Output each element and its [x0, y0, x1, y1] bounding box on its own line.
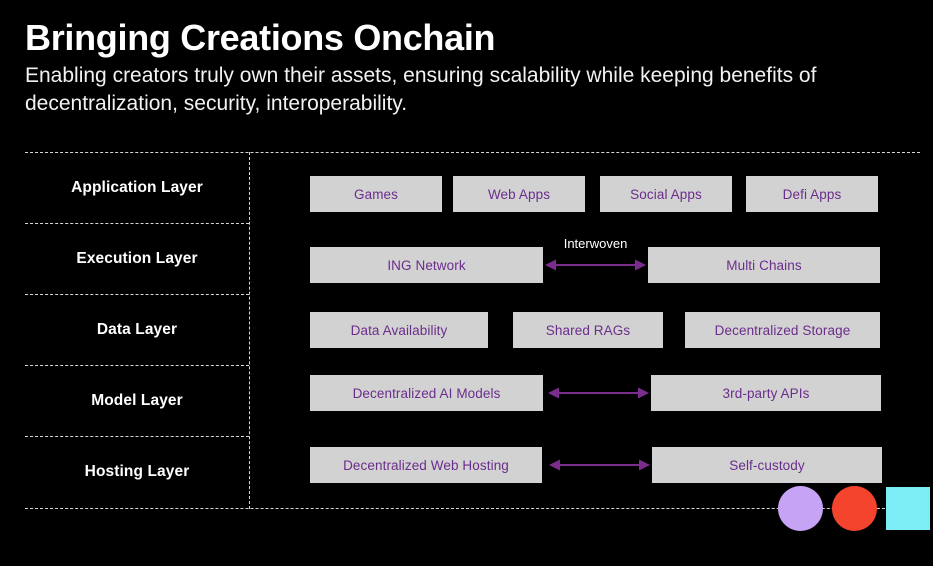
node-social-apps[interactable]: Social Apps: [600, 176, 732, 212]
node-decentralized-ai-models[interactable]: Decentralized AI Models: [310, 375, 543, 411]
node-label: Multi Chains: [726, 257, 802, 273]
double-arrow-execution: [545, 259, 646, 271]
page-title: Bringing Creations Onchain: [25, 17, 496, 58]
divider-top: [25, 152, 920, 153]
node-ing-network[interactable]: ING Network: [310, 247, 543, 283]
decoration-purple-circle: [778, 486, 823, 531]
decoration-cyan-square: [886, 487, 930, 530]
node-shared-rags[interactable]: Shared RAGs: [513, 312, 663, 348]
page-subtitle: Enabling creators truly own their assets…: [25, 64, 817, 116]
node-defi-apps[interactable]: Defi Apps: [746, 176, 878, 212]
node-label: Decentralized Storage: [714, 322, 851, 338]
layer-label-application: Application Layer: [25, 152, 249, 223]
node-label: Self-custody: [729, 457, 805, 473]
layer-label-hosting: Hosting Layer: [25, 436, 249, 507]
node-label: Web Apps: [487, 186, 551, 202]
node-label: Shared RAGs: [545, 322, 631, 338]
node-label: ING Network: [387, 257, 466, 273]
layer-label-text: Hosting Layer: [84, 462, 190, 480]
divider-3: [25, 365, 249, 366]
node-web-apps[interactable]: Web Apps: [453, 176, 585, 212]
double-arrow-hosting: [549, 459, 650, 471]
layer-label-execution: Execution Layer: [25, 223, 249, 294]
slide-header: Bringing Creations Onchain Enabling crea…: [25, 17, 915, 118]
node-label: Decentralized AI Models: [352, 385, 501, 401]
double-arrow-model: [548, 387, 649, 399]
layer-label-data: Data Layer: [25, 294, 249, 365]
node-multi-chains[interactable]: Multi Chains: [648, 247, 880, 283]
node-label: Social Apps: [630, 186, 702, 202]
divider-2: [25, 294, 249, 295]
layer-label-text: Model Layer: [91, 391, 183, 409]
node-data-availability[interactable]: Data Availability: [310, 312, 488, 348]
divider-vertical: [249, 152, 250, 509]
node-label: Data Availability: [350, 322, 448, 338]
divider-bottom: [25, 508, 920, 509]
node-3rd-party-apis[interactable]: 3rd-party APIs: [651, 375, 881, 411]
node-label: Decentralized Web Hosting: [343, 457, 509, 473]
node-self-custody[interactable]: Self-custody: [652, 447, 882, 483]
divider-1: [25, 223, 249, 224]
layer-label-text: Application Layer: [71, 178, 203, 196]
node-decentralized-storage[interactable]: Decentralized Storage: [685, 312, 880, 348]
node-label: Games: [353, 186, 398, 202]
node-label: Defi Apps: [782, 186, 842, 202]
decoration-orange-circle: [832, 486, 877, 531]
arrow-caption-interwoven: Interwoven: [563, 236, 628, 251]
node-label: 3rd-party APIs: [722, 385, 810, 401]
node-decentralized-web-hosting[interactable]: Decentralized Web Hosting: [310, 447, 542, 483]
node-games[interactable]: Games: [310, 176, 442, 212]
layer-label-model: Model Layer: [25, 365, 249, 436]
layer-label-text: Execution Layer: [76, 249, 198, 267]
layer-label-text: Data Layer: [96, 320, 178, 338]
divider-4: [25, 436, 249, 437]
